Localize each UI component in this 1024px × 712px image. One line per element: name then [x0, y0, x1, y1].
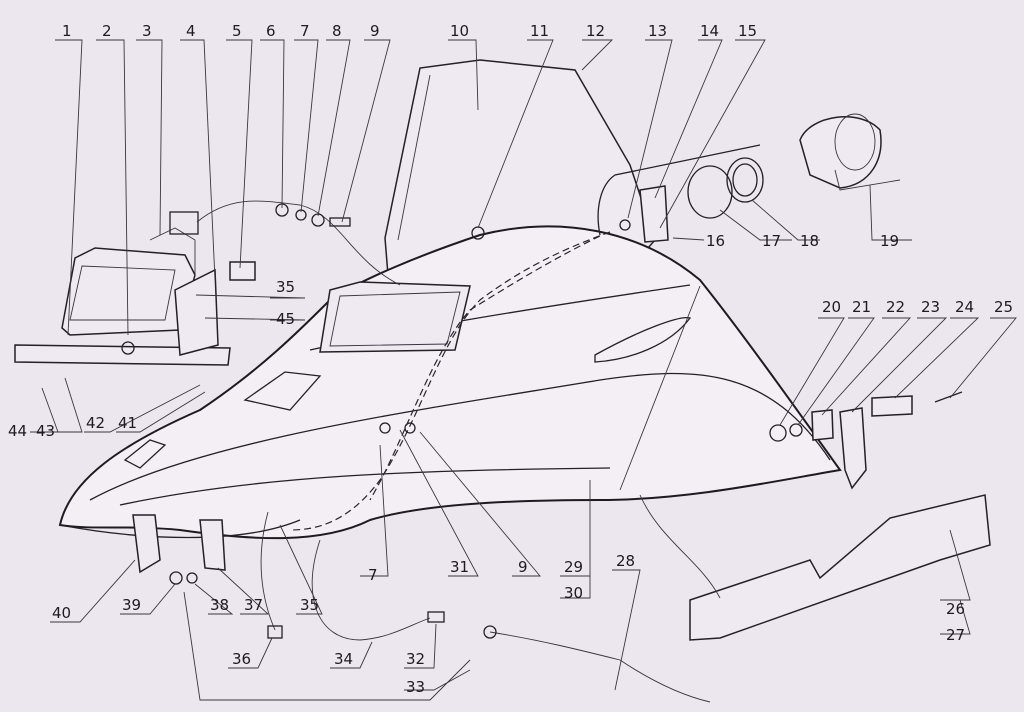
- callout-41: 41: [118, 414, 137, 432]
- headlight-wire: [196, 200, 401, 286]
- hood-body: [58, 225, 842, 540]
- callout-30: 30: [564, 584, 583, 602]
- bolt-25: [934, 391, 963, 403]
- bolt-9: [329, 217, 351, 227]
- callout-43: 43: [36, 422, 55, 440]
- mount-bracket: [174, 268, 219, 356]
- callout-42: 42: [86, 414, 105, 432]
- hinge-24: [871, 395, 913, 417]
- gauge-bracket: [639, 185, 669, 243]
- headlight-bracket: [14, 344, 231, 366]
- bracket-23: [839, 407, 867, 490]
- callout-29: 29: [564, 558, 583, 576]
- callout-32: 32: [406, 650, 425, 668]
- hood-window: [329, 291, 461, 347]
- speedometer-face: [834, 113, 876, 171]
- panel-26: [689, 494, 991, 641]
- speedo-cable: [597, 144, 761, 236]
- callout-labels: 1 2 3 4 5 6 7 8 9 10 11 12 13 14 15 16 1…: [8, 22, 1013, 696]
- ring-terminal-28: [483, 625, 497, 639]
- gauge-lead: [834, 169, 901, 191]
- windshield-edge: [397, 74, 431, 241]
- callout-2: 2: [102, 22, 112, 40]
- ground-strap-28: [489, 631, 711, 703]
- callout-14: 14: [700, 22, 719, 40]
- callout-26: 26: [946, 600, 965, 618]
- callout-22: 22: [886, 298, 905, 316]
- callout-33: 33: [406, 678, 425, 696]
- callout-28: 28: [616, 552, 635, 570]
- callout-39: 39: [122, 596, 141, 614]
- nut-20: [769, 424, 787, 442]
- callout-17: 17: [762, 232, 781, 250]
- callout-4: 4: [186, 22, 196, 40]
- lamp-socket: [619, 219, 631, 231]
- bracket-37: [199, 519, 226, 571]
- callout-18: 18: [800, 232, 819, 250]
- bracket-40: [132, 514, 161, 574]
- cable-34: [311, 539, 431, 641]
- callout-12: 12: [586, 22, 605, 40]
- callout-1: 1: [62, 22, 72, 40]
- headlight-socket: [169, 211, 199, 235]
- callout-25: 25: [994, 298, 1013, 316]
- callout-45: 45: [276, 310, 295, 328]
- callout-34: 34: [334, 650, 353, 668]
- callout-7-repeat: 7: [368, 566, 378, 584]
- callout-36: 36: [232, 650, 251, 668]
- hood-window-frame: [319, 281, 471, 353]
- callout-44: 44: [8, 422, 27, 440]
- callout-19: 19: [880, 232, 899, 250]
- callout-20: 20: [822, 298, 841, 316]
- callout-3: 3: [142, 22, 152, 40]
- callout-11: 11: [530, 22, 549, 40]
- hood-side-line: [89, 372, 831, 501]
- side-vent-right: [594, 316, 692, 363]
- callout-15: 15: [738, 22, 757, 40]
- relay-block: [229, 261, 256, 281]
- adjust-screw: [121, 341, 135, 355]
- callout-37: 37: [244, 596, 263, 614]
- callout-23: 23: [921, 298, 940, 316]
- callout-6: 6: [266, 22, 276, 40]
- screw-31: [404, 422, 416, 434]
- callout-16: 16: [706, 232, 725, 250]
- callout-21: 21: [852, 298, 871, 316]
- headlight-lens: [69, 265, 176, 321]
- nut-39: [169, 571, 183, 585]
- speedometer-19: [799, 116, 882, 189]
- cable-routing-dashed-2: [369, 235, 601, 501]
- front-vent-small: [123, 439, 167, 469]
- callout-7: 7: [300, 22, 310, 40]
- callout-9-repeat: 9: [518, 558, 528, 576]
- connector-32: [427, 611, 445, 623]
- callout-24: 24: [955, 298, 974, 316]
- gauge-seal-18b: [732, 163, 758, 197]
- callout-9: 9: [370, 22, 380, 40]
- hood-lower-line: [119, 467, 611, 506]
- nose-lower: [59, 519, 301, 539]
- front-vent-left: [243, 371, 322, 411]
- washer-21: [789, 423, 803, 437]
- callout-27: 27: [946, 626, 965, 644]
- callout-31: 31: [450, 558, 469, 576]
- callout-10: 10: [450, 22, 469, 40]
- connector-36: [267, 625, 283, 639]
- washer-38: [186, 572, 198, 584]
- callout-40: 40: [52, 604, 71, 622]
- callout-35: 35: [276, 278, 295, 296]
- callout-38: 38: [210, 596, 229, 614]
- callout-8: 8: [332, 22, 342, 40]
- gauge-seal-18: [726, 157, 764, 203]
- gauge-ring-17: [687, 165, 733, 219]
- leader-lines: [30, 39, 1017, 701]
- wire-36: [260, 511, 276, 631]
- screw-31b: [379, 422, 391, 434]
- callout-5: 5: [232, 22, 242, 40]
- callout-35-repeat: 35: [300, 596, 319, 614]
- callout-13: 13: [648, 22, 667, 40]
